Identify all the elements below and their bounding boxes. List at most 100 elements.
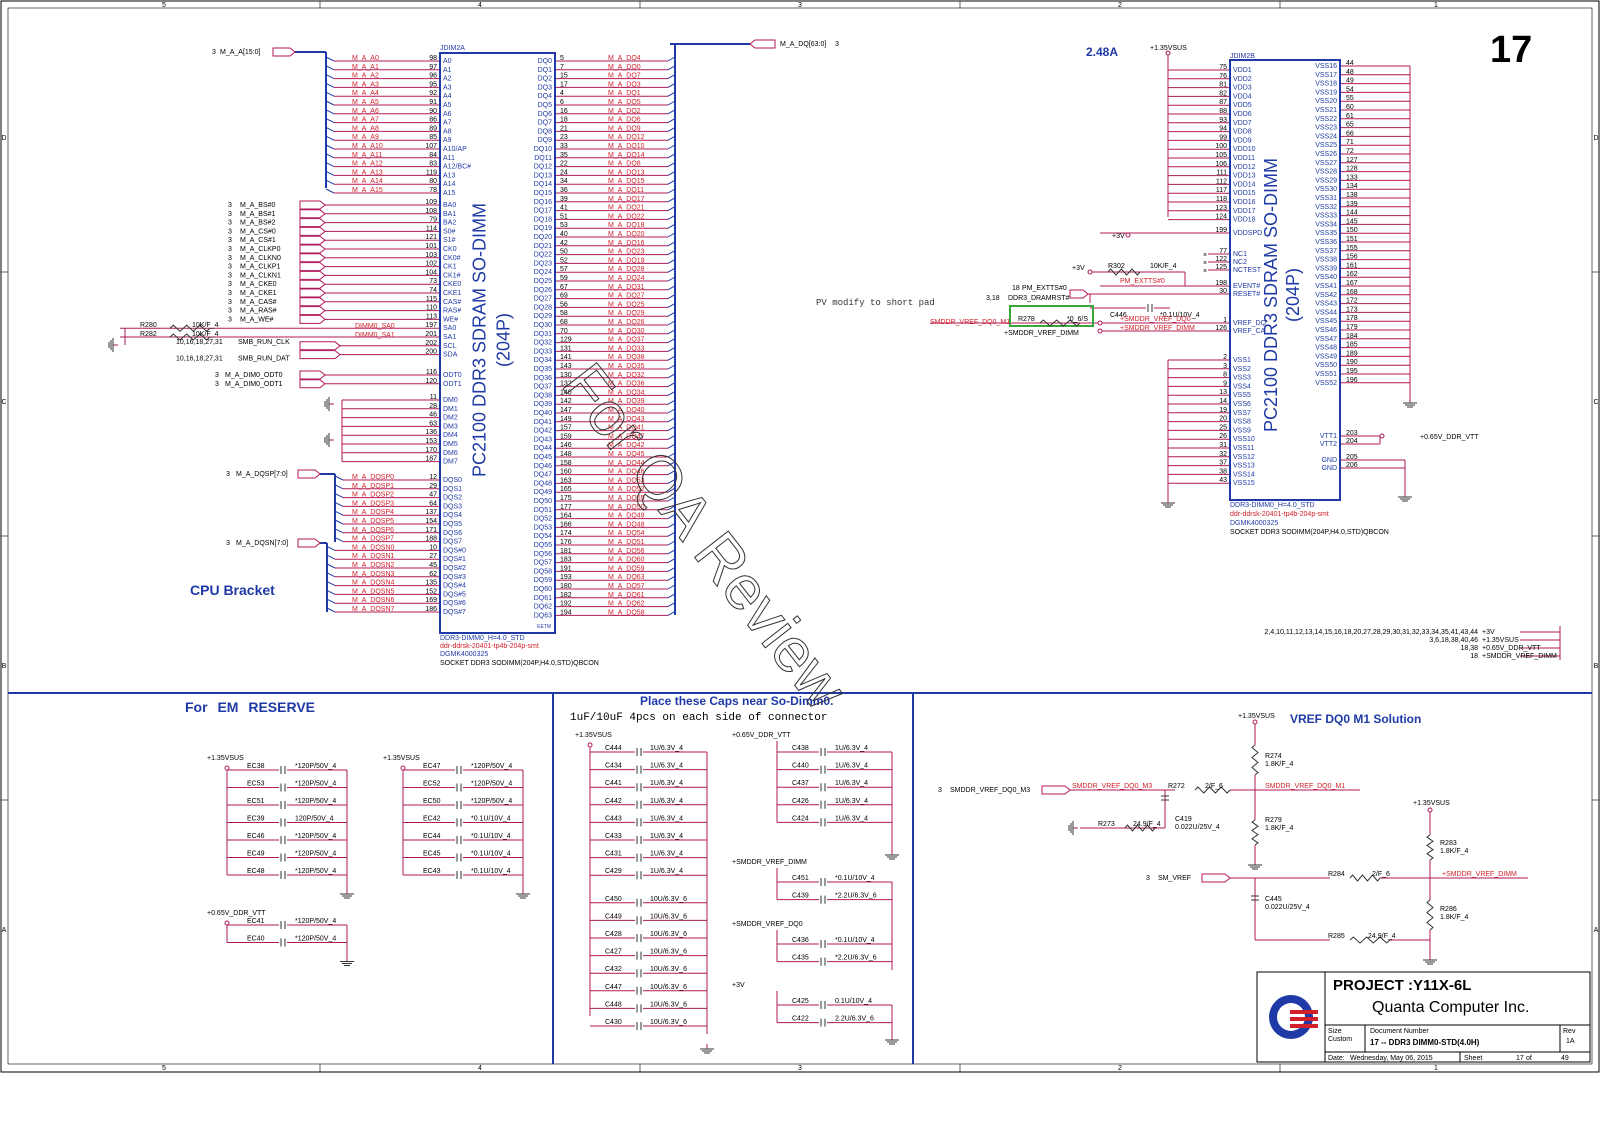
dimm-a-body — [439, 52, 556, 634]
dq-bus-entry — [667, 408, 676, 414]
ground-icon — [1248, 860, 1262, 870]
pin-name: VSS24 — [1315, 133, 1337, 140]
r280-val: 10K/F_4 — [192, 322, 219, 329]
pin-name: SA1 — [443, 334, 456, 341]
dq-net: M_A_DQ53 — [608, 477, 645, 484]
offpage-connector — [299, 226, 326, 236]
cap-val: 10U/6.3V_6 — [650, 896, 687, 903]
dq-net: M_A_DQ13 — [608, 169, 645, 176]
cap-ref: C432 — [605, 966, 622, 973]
dq-net: M_A_DQ37 — [608, 337, 645, 344]
cap-ref: EC53 — [247, 781, 265, 788]
dqs-net: M_A_DQSN4 — [352, 580, 395, 587]
ctrl-ref: 3 — [228, 246, 232, 253]
pin-number: 46 — [429, 412, 437, 419]
pin-number: 83 — [429, 161, 437, 168]
pin-number: 133 — [1346, 174, 1358, 181]
cap-ref: C430 — [605, 1019, 622, 1026]
dq-net: M_A_DQ51 — [608, 539, 645, 546]
pm-extts-net: PM_EXTTS#0 — [1022, 285, 1067, 292]
offpage-connector — [299, 370, 326, 380]
pin-number: 159 — [560, 433, 572, 440]
cap-val: 10U/6.3V_6 — [650, 931, 687, 938]
dq-bus-entry — [667, 144, 676, 150]
cap-ref: EC49 — [247, 851, 265, 858]
dimm-a-title: PC2100 DDR3 SDRAM SO-DIMM — [470, 203, 490, 477]
pin-name: DQ9 — [538, 137, 553, 144]
pin-name: DQS6 — [443, 530, 462, 537]
dq-net: M_A_DQ61 — [608, 592, 645, 599]
offpage-connector — [299, 279, 326, 289]
dq-bus-entry — [667, 65, 676, 71]
dqs-bus-entry — [326, 563, 336, 569]
ground-icon — [1423, 955, 1437, 965]
pin-name: DQ50 — [534, 498, 552, 505]
pin-name: VSS2 — [1233, 366, 1251, 373]
pin-number: 94 — [1219, 126, 1227, 133]
capacitor-icon — [280, 938, 286, 947]
power-node — [1097, 320, 1103, 326]
dq-net: M_A_DQ0 — [608, 64, 641, 71]
r283-ref: R283 — [1440, 840, 1457, 847]
addr-net: M_A_A1 — [352, 64, 379, 71]
addr-net: M_A_A12 — [352, 161, 383, 168]
capacitor-icon — [820, 818, 826, 827]
pin-number: 49 — [1346, 78, 1354, 85]
ctrl-net: M_A_CLKP0 — [240, 246, 281, 253]
dq-bus-entry — [667, 505, 676, 511]
pin-number: 132 — [560, 381, 572, 388]
border-row-label: A — [2, 927, 7, 934]
pin-name: VREF_DQ — [1233, 320, 1267, 327]
pin-number: 27 — [429, 553, 437, 560]
cap-val: *120P/50V_4 — [471, 763, 512, 770]
dq-net: M_A_DQ2 — [608, 108, 641, 115]
dq-bus-entry — [667, 206, 676, 212]
pin-name: DQS7 — [443, 539, 462, 546]
addr-bus-entry — [325, 109, 335, 115]
cap-val: 1U/6.3V_4 — [650, 868, 683, 875]
sa1-net: DIMM0_SA1 — [355, 332, 395, 339]
dq-bus-entry — [667, 74, 676, 80]
docnum-label: Document Number — [1370, 1028, 1429, 1035]
pin-number: 84 — [429, 152, 437, 159]
addr-bus-ref: 3 — [212, 49, 216, 56]
dqs-bus-entry — [326, 607, 336, 613]
dq-bus-entry — [667, 258, 676, 264]
r278-ref: R278 — [1018, 316, 1035, 323]
smb-clk-net: SMB_RUN_CLK — [238, 339, 290, 346]
addr-net: M_A_A7 — [352, 117, 379, 124]
pin-name: VSS11 — [1233, 445, 1254, 452]
c446-ref: C446 — [1110, 312, 1127, 319]
pin-number: 198 — [1215, 280, 1227, 287]
resistor-icon — [1107, 268, 1141, 276]
pin-name: VSS40 — [1315, 274, 1337, 281]
pin-name: VDD16 — [1233, 199, 1256, 206]
capacitor-icon — [636, 951, 642, 960]
pin-name: VSS37 — [1315, 248, 1337, 255]
pin-name: VSS38 — [1315, 257, 1337, 264]
cap-val: 10U/6.3V_6 — [650, 1019, 687, 1026]
pin-number: 170 — [425, 447, 437, 454]
pin-name: S1# — [443, 237, 456, 244]
dq-net: M_A_DQ54 — [608, 530, 645, 537]
dq-bus-entry — [667, 197, 676, 203]
vdd-rail: +1.35VSUS — [1150, 45, 1187, 52]
dq-net: M_A_DQ44 — [608, 460, 645, 467]
dq-bus-entry — [667, 223, 676, 229]
pin-name: DQ21 — [534, 243, 552, 250]
dqs-bus-entry — [334, 528, 344, 534]
addr-bus-entry — [325, 118, 335, 124]
pin-number: 178 — [1346, 315, 1358, 322]
border-col-label: 2 — [1118, 2, 1122, 9]
pin-number: 42 — [560, 240, 568, 247]
pin-number: 9 — [1223, 380, 1227, 387]
ctrl-ref: 3 — [228, 202, 232, 209]
cap-ref: EC51 — [247, 798, 265, 805]
dqs-net: M_A_DQSP7 — [352, 536, 394, 543]
pin-number: 36 — [560, 187, 568, 194]
dqs-bus-entry — [334, 519, 344, 525]
capacitor-icon — [1147, 304, 1153, 312]
border-row-label: D — [1, 135, 6, 142]
pin-number: 20 — [1219, 416, 1227, 423]
